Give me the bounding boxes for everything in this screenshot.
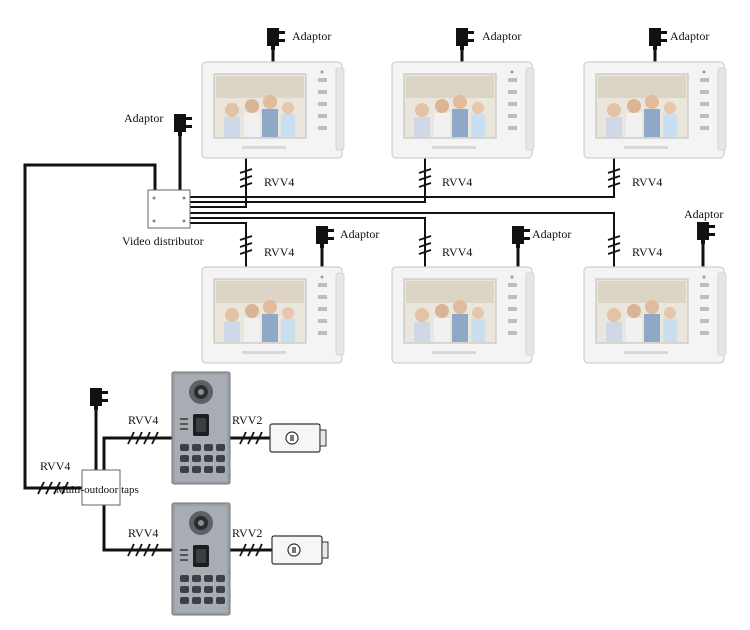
adaptor-label: Adaptor (124, 111, 163, 125)
cable-label-rvv2: RVV2 (232, 526, 262, 540)
indoor-monitor (201, 61, 345, 159)
power-adaptor-icon (267, 28, 285, 50)
adaptor-label: Adaptor (684, 207, 723, 221)
cable-label-rvv4: RVV4 (264, 175, 294, 189)
indoor-monitor (391, 61, 535, 159)
power-adaptor-icon (90, 388, 108, 410)
power-adaptor-icon (316, 226, 334, 248)
indoor-monitor (583, 266, 727, 364)
multi-outdoor-taps-label: Multi-outdoor taps (56, 484, 139, 496)
video-distributor-label: Video distributor (122, 234, 204, 248)
cable-label-rvv4: RVV4 (40, 459, 70, 473)
power-adaptor-icon (174, 114, 192, 136)
electric-lock (269, 423, 327, 453)
indoor-monitor (201, 266, 345, 364)
adaptor-label: Adaptor (482, 29, 521, 43)
cable-label-rvv4: RVV4 (442, 175, 472, 189)
adaptor-label: Adaptor (532, 227, 571, 241)
outdoor-camera-panel (171, 502, 231, 616)
multi-outdoor-taps-box (81, 469, 121, 506)
power-adaptor-icon (456, 28, 474, 50)
power-adaptor-icon (512, 226, 530, 248)
power-adaptor-icon (649, 28, 667, 50)
adaptor-label: Adaptor (292, 29, 331, 43)
labels: Adaptor Adaptor Adaptor Adaptor Adaptor … (40, 29, 723, 540)
cable-label-rvv4: RVV4 (632, 245, 662, 259)
cable-label-rvv4: RVV4 (442, 245, 472, 259)
cable-label-rvv2: RVV2 (232, 413, 262, 427)
adaptor-label: Adaptor (670, 29, 709, 43)
indoor-monitor (391, 266, 535, 364)
video-distributor-box (147, 189, 191, 229)
cable-label-rvv4: RVV4 (264, 245, 294, 259)
indoor-monitor (583, 61, 727, 159)
cable-markers (37, 168, 621, 557)
outdoor-camera-panel (171, 371, 231, 485)
power-adaptor-icon (697, 222, 715, 244)
cable-label-rvv4: RVV4 (632, 175, 662, 189)
adaptor-label: Adaptor (340, 227, 379, 241)
electric-lock (271, 535, 329, 565)
cable-label-rvv4: RVV4 (128, 526, 158, 540)
cable-label-rvv4: RVV4 (128, 413, 158, 427)
